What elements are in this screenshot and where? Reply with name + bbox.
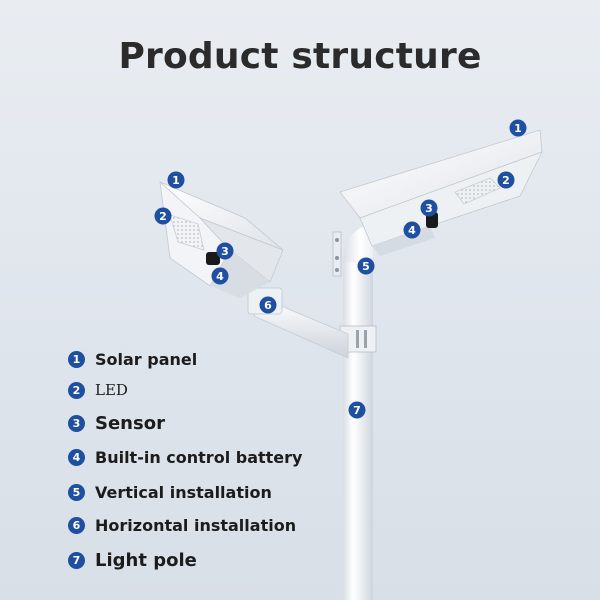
marker-battery-left: 4	[211, 267, 229, 285]
left-light-fixture	[159, 180, 284, 298]
marker-sensor-left: 3	[216, 242, 234, 260]
legend-item-solar-panel: 1 Solar panel	[68, 348, 197, 370]
marker-solar-panel-right: 1	[509, 119, 527, 137]
svg-text:5: 5	[362, 260, 370, 273]
svg-text:4: 4	[216, 270, 224, 283]
legend-label: Solar panel	[95, 349, 198, 369]
marker-led-right: 2	[497, 171, 515, 189]
svg-text:2: 2	[502, 174, 510, 187]
legend-label: Vertical installation	[95, 482, 272, 502]
legend-number: 2	[68, 381, 85, 399]
marker-sensor-right: 3	[420, 199, 438, 217]
marker-solar-panel-left: 1	[167, 171, 185, 189]
svg-text:4: 4	[408, 224, 416, 237]
legend-number: 6	[68, 516, 85, 534]
marker-vertical-installation: 5	[357, 257, 375, 275]
legend-item-sensor: 3 Sensor	[68, 412, 165, 434]
svg-text:1: 1	[514, 122, 522, 135]
svg-text:7: 7	[353, 404, 361, 417]
legend-label: Built-in control battery	[95, 447, 303, 467]
svg-text:3: 3	[221, 245, 229, 258]
svg-text:3: 3	[425, 202, 433, 215]
legend-label: Light pole	[95, 549, 197, 571]
legend-item-light-pole: 7 Light pole	[68, 549, 197, 571]
marker-led-left: 2	[154, 207, 172, 225]
legend-number: 7	[68, 551, 85, 569]
legend-number: 1	[68, 350, 85, 368]
svg-text:6: 6	[264, 299, 272, 312]
legend-label: Sensor	[95, 412, 165, 434]
legend-number: 3	[68, 414, 85, 432]
legend-item-horizontal-installation: 6 Horizontal installation	[68, 514, 296, 536]
right-light-fixture	[339, 129, 543, 256]
legend-label: Horizontal installation	[95, 515, 297, 535]
page-title: Product structure	[118, 36, 482, 77]
svg-text:2: 2	[159, 210, 167, 223]
marker-light-pole: 7	[348, 401, 366, 419]
marker-horizontal-installation: 6	[259, 296, 277, 314]
legend-item-vertical-installation: 5 Vertical installation	[68, 481, 272, 503]
marker-battery-right: 4	[403, 221, 421, 239]
legend-label: LED	[95, 381, 128, 399]
legend-number: 4	[68, 448, 85, 466]
component-legend: 1 Solar panel 2 LED 3 Sensor 4 Built-in …	[68, 0, 368, 600]
legend-item-led: 2 LED	[68, 379, 128, 401]
svg-text:1: 1	[172, 174, 180, 187]
light-pole	[343, 222, 392, 600]
legend-number: 5	[68, 483, 85, 501]
legend-item-battery: 4 Built-in control battery	[68, 446, 302, 468]
vertical-mount-bracket	[332, 231, 342, 277]
